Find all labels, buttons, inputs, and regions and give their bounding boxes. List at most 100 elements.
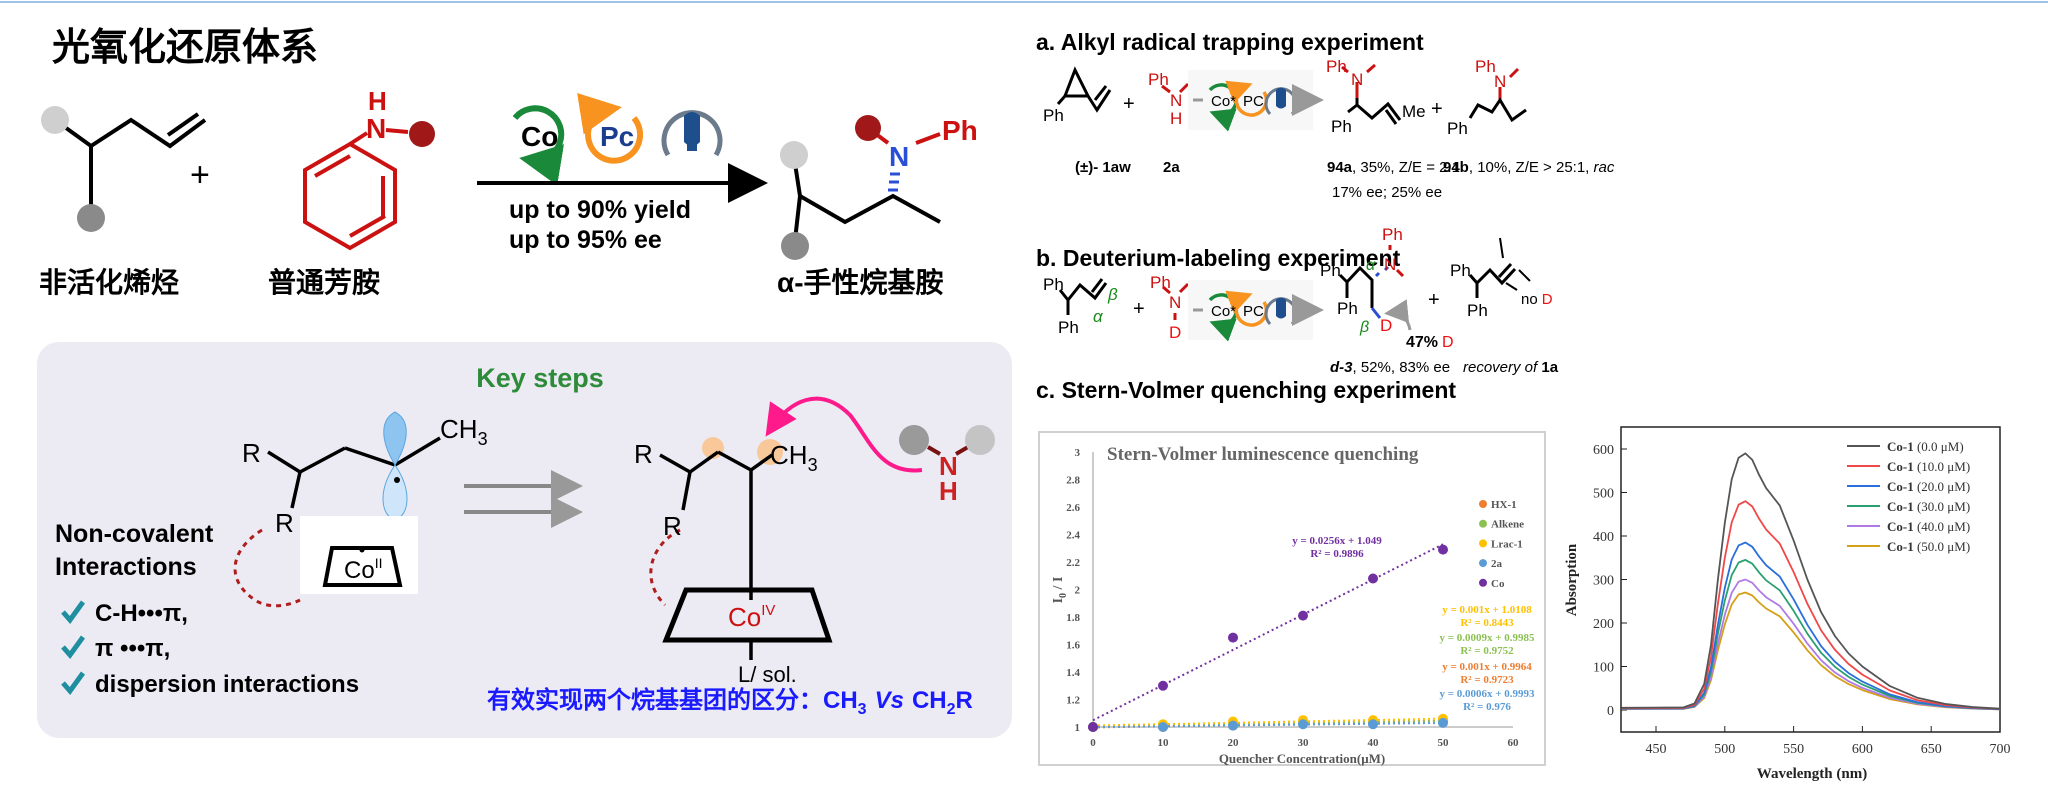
check-icon <box>61 671 86 696</box>
data-point-2a <box>1438 717 1448 728</box>
y-tick-label: 600 <box>1593 443 1614 458</box>
y-tick-label: 2.8 <box>1066 475 1080 487</box>
phenyl-label: Ph <box>1337 299 1358 318</box>
phenyl-label: Ph <box>1320 261 1341 280</box>
n-deuterio-aniline-structure <box>1162 282 1190 320</box>
trendline-r-squared: R² = 0.9896 <box>1310 548 1364 560</box>
y-tick-label: 0 <box>1607 704 1614 719</box>
trendline-Lrac-1 <box>1092 717 1444 727</box>
r-group-label: R <box>634 439 653 469</box>
compound-label-2a: 2a <box>1163 159 1180 176</box>
plus-sign: + <box>1428 289 1440 311</box>
plus-sign: + <box>1431 98 1443 120</box>
catalyst-cycle-group: Co Pc <box>512 93 723 186</box>
page-title: 光氧化还原体系 <box>52 27 318 69</box>
oxidation-state-ii: II <box>375 555 383 571</box>
legend-label: Co-1 (40.0 μM) <box>1887 519 1970 534</box>
y-tick-label: 1.2 <box>1066 695 1080 707</box>
plus-sign: + <box>1133 298 1145 320</box>
spectrum-line <box>1621 500 2001 710</box>
spectrum-line <box>1621 578 2001 711</box>
data-point-Co <box>1368 573 1378 584</box>
plot-frame <box>1620 426 2001 733</box>
legend-label: Alkene <box>1491 519 1524 531</box>
trendline-equation: y = 0.0009x + 0.9985 <box>1439 632 1535 644</box>
y-tick-label: 300 <box>1593 574 1614 589</box>
product-phenyl-label: Ph <box>942 115 978 146</box>
trendline-equation: y = 0.001x + 1.0108 <box>1442 604 1532 616</box>
trendline-equation: y = 0.001x + 0.9964 <box>1442 661 1532 673</box>
legend-marker <box>1479 578 1487 587</box>
cobalt-catalyst-label: Co* <box>1211 303 1236 320</box>
cobalt-catalyst-label: Co <box>521 121 558 152</box>
legend-label: Co-1 (10.0 μM) <box>1887 459 1970 474</box>
photocatalyst-label: PC <box>1243 303 1264 320</box>
interaction-item: π •••π, <box>95 635 170 662</box>
legend-label: 2a <box>1491 558 1503 570</box>
x-tick-label: 450 <box>1646 742 1667 757</box>
cobalt-cycle-icon <box>512 105 565 186</box>
chart-frame <box>1038 431 1546 766</box>
svg-text:CoIV: CoIV <box>728 602 775 632</box>
noncovalent-tether-dashes <box>233 528 301 608</box>
interaction-item: C-H•••π, <box>95 600 188 627</box>
trendline-r-squared: R² = 0.9752 <box>1460 645 1514 657</box>
y-axis-label: I0 / I <box>1051 577 1069 604</box>
interaction-item: dispersion interactions <box>95 671 359 698</box>
y-tick-label: 1.4 <box>1066 667 1080 679</box>
x-tick-label: 20 <box>1228 737 1240 749</box>
p-orbital-upper-lobe <box>383 411 407 466</box>
phenyl-label: Ph <box>1382 225 1403 244</box>
y-tick-label: 200 <box>1593 617 1614 632</box>
phenyl-label: Ph <box>1326 57 1347 76</box>
data-point-2a <box>1368 719 1378 730</box>
vinylcyclopropane-structure <box>1056 66 1112 113</box>
phenyl-label: Ph <box>1150 273 1171 292</box>
nitrogen-label: N <box>1494 72 1506 91</box>
photocatalyst-label: PC <box>1243 93 1264 110</box>
legend-label: Co-1 (30.0 μM) <box>1887 499 1970 514</box>
noncovalent-heading-line2: Interactions <box>55 553 197 581</box>
x-tick-label: 40 <box>1368 737 1380 749</box>
trendline-2a <box>1092 721 1444 729</box>
data-point-Co <box>1228 632 1238 643</box>
data-point-Co <box>1158 680 1168 691</box>
check-icon <box>61 635 86 660</box>
data-point-2a <box>1158 722 1168 732</box>
data-point-Co <box>1088 722 1098 732</box>
beta-label: β <box>1107 285 1118 304</box>
legend-marker <box>1479 519 1487 528</box>
phenyl-label: Ph <box>1467 301 1488 320</box>
methyl-subscript: 3 <box>808 455 818 475</box>
svg-text:CH3: CH3 <box>770 440 818 475</box>
label-unactivated-alkene: 非活化烯烃 <box>39 267 179 298</box>
noncovalent-tether-dashes <box>649 528 681 607</box>
x-axis-label: Quencher Concentration(μM) <box>1219 751 1385 766</box>
chart-title: Stern-Volmer luminescence quenching <box>1107 444 1419 465</box>
phenyl-label: Ph <box>1475 57 1496 76</box>
stern-volmer-chart: Stern-Volmer luminescence quenching Quen… <box>1038 431 1546 766</box>
section-c-title: c. Stern-Volmer quenching experiment <box>1036 377 1456 403</box>
methyl-label: CH <box>440 414 478 444</box>
amine-nucleophile-structure <box>899 425 995 456</box>
spectrum-line <box>1621 559 2001 711</box>
hydrogen-label: H <box>1170 109 1182 128</box>
product-d3-structure <box>1338 245 1412 331</box>
dual-catalysis-icon-b <box>1188 280 1324 342</box>
nucleophile-nitrogen-label: N <box>939 451 958 481</box>
light-bulb-icon <box>684 112 700 146</box>
y-tick-label: 500 <box>1593 487 1614 502</box>
section-a-title: a. Alkyl radical trapping experiment <box>1036 29 1424 55</box>
nitrogen-label: N <box>1351 70 1363 89</box>
amine-nitrogen-label: N <box>366 113 386 144</box>
trendline-r-squared: R² = 0.9723 <box>1460 674 1514 686</box>
deuterium-label: D <box>1169 323 1181 342</box>
compound-label-1aw: (±)- 1aw <box>1075 159 1131 176</box>
trendline-equation: y = 0.0256x + 1.049 <box>1292 535 1382 547</box>
methyl-subscript: 3 <box>478 429 488 449</box>
product-94a-ee: 17% ee; 25% ee <box>1332 184 1442 201</box>
check-icon <box>61 600 86 625</box>
